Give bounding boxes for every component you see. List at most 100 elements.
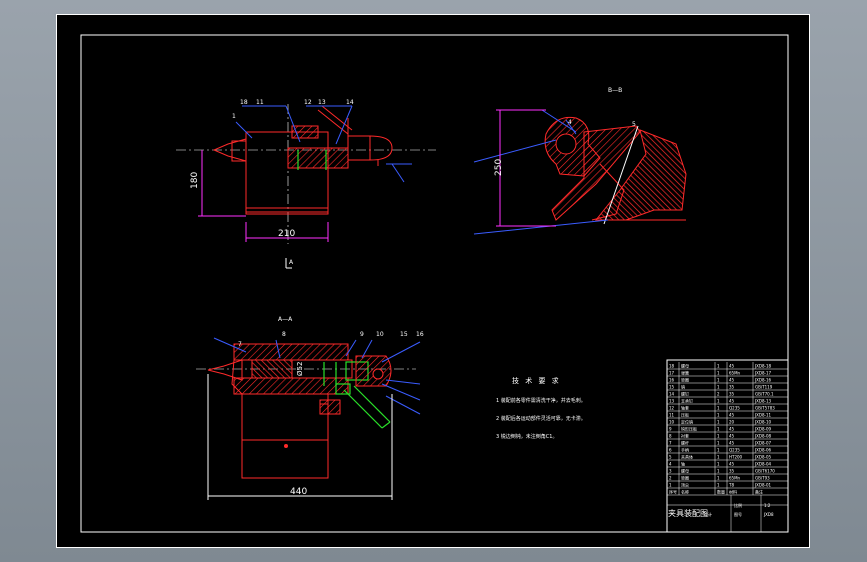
table-cell: 1 bbox=[717, 420, 720, 425]
table-cell: 名称 bbox=[681, 489, 689, 495]
svg-text:14: 14 bbox=[346, 99, 354, 106]
view-arrow-label: A bbox=[289, 259, 294, 266]
sheet-label: 图号 bbox=[734, 511, 742, 517]
table-cell: 螺杆 bbox=[681, 440, 689, 446]
table-cell: 4 bbox=[669, 462, 672, 467]
svg-text:8: 8 bbox=[282, 331, 286, 338]
table-cell: 20 bbox=[729, 420, 735, 425]
table-cell: 35 bbox=[729, 385, 735, 390]
table-cell: 弹簧 bbox=[681, 370, 689, 376]
table-cell: 1 bbox=[717, 455, 720, 460]
table-cell: 12 bbox=[669, 406, 675, 411]
table-cell: 1 bbox=[669, 483, 672, 488]
table-cell: JXD8-18 bbox=[754, 364, 772, 369]
svg-text:4: 4 bbox=[568, 119, 572, 126]
table-cell: 45 bbox=[729, 364, 735, 369]
table-cell: 1 bbox=[717, 413, 720, 418]
scale-label: 比例 bbox=[734, 502, 742, 508]
section-bb-label: B—B bbox=[608, 87, 622, 94]
table-cell: 17 bbox=[669, 371, 675, 376]
table-cell: 2 bbox=[669, 476, 672, 481]
table-cell: 5 bbox=[669, 455, 672, 460]
table-cell: 45 bbox=[729, 427, 735, 432]
table-cell: JXD8-11 bbox=[754, 413, 772, 418]
table-cell: 35 bbox=[729, 392, 735, 397]
table-cell: 1 bbox=[717, 427, 720, 432]
table-cell: 1 bbox=[717, 434, 720, 439]
table-cell: 数量 bbox=[717, 489, 725, 495]
drawing-title: 夹具装配图 bbox=[668, 508, 708, 518]
notes-title: 技 术 要 求 bbox=[512, 376, 561, 385]
note-2: 2 装配后各运动部件灵活可靠，无卡滞。 bbox=[496, 415, 586, 422]
table-cell: 45 bbox=[729, 441, 735, 446]
table-cell: 9 bbox=[669, 427, 672, 432]
table-cell: 手柄 bbox=[681, 447, 689, 453]
table-cell: 轴 bbox=[681, 461, 685, 467]
table-cell: 6 bbox=[669, 448, 672, 453]
table-cell: 16 bbox=[669, 378, 675, 383]
table-cell: 65Mn bbox=[729, 476, 741, 481]
table-cell: 钩形压板 bbox=[681, 426, 697, 432]
table-cell: GB/T70.1 bbox=[755, 392, 774, 397]
table-cell: 45 bbox=[729, 434, 735, 439]
svg-text:5: 5 bbox=[632, 121, 636, 128]
section-bb-view: B—B 4 5 bbox=[473, 87, 687, 235]
table-cell: JXD8-05 bbox=[754, 455, 772, 460]
table-cell: 螺钉 bbox=[681, 391, 689, 397]
table-cell: Q235 bbox=[729, 448, 740, 453]
table-cell: 支承钉 bbox=[681, 398, 693, 404]
dim-shaft: Ø52 bbox=[296, 362, 304, 376]
table-cell: 垫圈 bbox=[681, 475, 689, 481]
section-aa-label: A—A bbox=[278, 316, 293, 323]
table-cell: GB/T93 bbox=[755, 476, 770, 481]
table-cell: 1 bbox=[717, 378, 720, 383]
table-cell: JXD8-17 bbox=[754, 371, 772, 376]
table-cell: 压板 bbox=[681, 412, 689, 418]
table-cell: JXD8-13 bbox=[754, 399, 772, 404]
table-cell: 序号 bbox=[669, 489, 677, 495]
table-cell: JXD8-08 bbox=[754, 434, 772, 439]
scale-value: 1:2 bbox=[764, 503, 771, 508]
table-cell: 45 bbox=[729, 399, 735, 404]
dim-210: 210 bbox=[278, 229, 295, 239]
table-cell: 13 bbox=[669, 399, 675, 404]
table-cell: 10 bbox=[669, 420, 675, 425]
table-cell: 45 bbox=[729, 378, 735, 383]
table-cell: 定位销 bbox=[681, 419, 693, 425]
section-aa-view: A—A bbox=[196, 316, 424, 500]
table-cell: 45 bbox=[729, 462, 735, 467]
table-cell: 轴套 bbox=[681, 405, 689, 411]
svg-text:7: 7 bbox=[238, 341, 242, 348]
table-cell: HT200 bbox=[729, 455, 743, 460]
table-cell: 11 bbox=[669, 413, 675, 418]
table-cell: JXD8-06 bbox=[754, 448, 772, 453]
note-1: 1 装配前各零件需清洗干净，并去毛刺。 bbox=[496, 397, 586, 404]
table-cell: 1 bbox=[717, 385, 720, 390]
table-cell: 销 bbox=[681, 384, 685, 390]
table-cell: T8 bbox=[728, 483, 734, 488]
table-cell: 1 bbox=[717, 364, 720, 369]
table-cell: Q235 bbox=[729, 406, 740, 411]
table-cell: 45 bbox=[729, 413, 735, 418]
table-cell: 1 bbox=[717, 483, 720, 488]
table-cell: JXD8-01 bbox=[754, 483, 772, 488]
table-cell: JXD8-04 bbox=[754, 462, 772, 467]
table-cell: JXD8-09 bbox=[754, 427, 772, 432]
svg-text:18: 18 bbox=[240, 99, 248, 106]
svg-text:9: 9 bbox=[360, 331, 364, 338]
table-cell: 垫圈 bbox=[681, 377, 689, 383]
designer-label: 设计 bbox=[704, 511, 712, 517]
svg-text:10: 10 bbox=[376, 331, 384, 338]
table-cell: GB/T5783 bbox=[755, 406, 775, 411]
table-cell: 1 bbox=[717, 448, 720, 453]
table-cell: 顶尖 bbox=[681, 482, 689, 488]
dim-180: 180 bbox=[190, 172, 200, 189]
svg-text:15: 15 bbox=[400, 331, 408, 338]
table-cell: 3 bbox=[669, 469, 672, 474]
note-3: 3 锐边倒钝，未注倒角C1。 bbox=[496, 433, 557, 440]
